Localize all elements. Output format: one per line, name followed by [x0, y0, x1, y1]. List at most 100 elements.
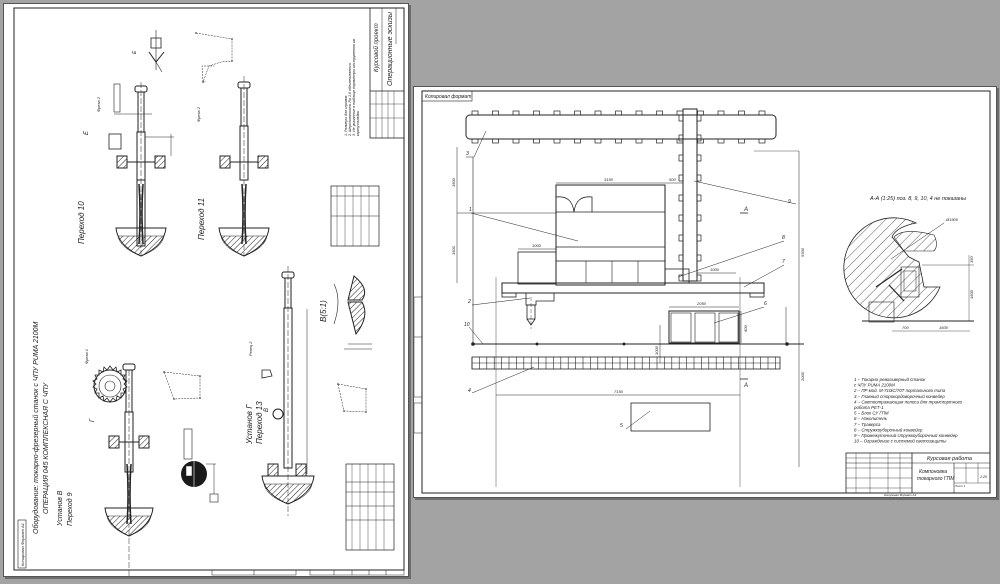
svg-text:3150: 3150 [604, 177, 614, 182]
svg-text:Ø1900: Ø1900 [945, 217, 959, 222]
title-block-footer: Копировал Формат А3 [884, 493, 916, 497]
strip-segments [471, 357, 776, 369]
conveyor-tooth [594, 110, 602, 116]
svg-text:500: 500 [669, 177, 676, 182]
legend-item: 7 – Траверса [854, 422, 881, 427]
traverse [501, 282, 765, 298]
section-title: А-А (1:25) поз. 8, 9, 10, 4 не показаны [869, 196, 966, 202]
conveyor-tooth [615, 138, 622, 144]
conveyor-teeth-vertical [678, 114, 702, 282]
callout-3: 3 [466, 151, 469, 157]
conveyor-tooth [696, 274, 702, 282]
legend-item: с ЧПУ PUMA 2100M [854, 383, 895, 388]
drawing-sheet-operational-sketches[interactable]: Курсовой проект Операционные эскизы 1. Р… [3, 3, 409, 577]
equipment-title: Оборудование: токарно-фрезерный станок с… [32, 321, 40, 534]
conveyor-tooth [594, 138, 602, 144]
control-unit-block [630, 402, 711, 432]
conveyor-tooth [696, 254, 702, 262]
svg-text:1600: 1600 [939, 325, 949, 330]
drawing-sheet-layout-gpm[interactable]: Копировал формат [413, 86, 997, 498]
legend-item: 9 – Промежуточный стружкоуборочный конве… [854, 433, 958, 438]
legend-item: робота РЕТ-1 [853, 405, 884, 410]
conveyor-tooth [696, 154, 702, 162]
legend-item: 6 – Накопитель [854, 416, 888, 421]
sketch-setup-b-transition-9: Оборудование: токарно-фрезерный станок с… [32, 321, 154, 576]
conveyor-tooth [512, 110, 520, 116]
conveyor-tooth [533, 110, 540, 116]
svg-text:1600: 1600 [969, 289, 974, 299]
sketch-transition-11: Переход 11 Фреза 2 [196, 76, 270, 257]
conveyor-tooth [678, 134, 684, 142]
sheet1-canvas: Курсовой проект Операционные эскизы 1. Р… [13, 7, 405, 576]
note-line: 3. Не указанные в таблице параметры инст… [352, 38, 356, 136]
sheet1-notes: 1. Размеры для справок. 2. Шероховатость… [344, 38, 360, 137]
operation-title: ОПЕРАЦИЯ 045 КОМПЛЕКСНАЯ С ЧПУ [43, 381, 50, 514]
svg-text:1000: 1000 [654, 345, 659, 355]
conveyor-tooth [574, 110, 581, 116]
setup-g-label: Установ Г [245, 404, 254, 445]
lathe-machine [517, 184, 666, 286]
sheet1-stamp: Курсовой проект Операционные эскизы [369, 7, 405, 139]
svg-text:700: 700 [902, 325, 909, 330]
conveyor-teeth-top [471, 110, 766, 144]
tool-label: Резец 2 [248, 341, 253, 356]
conveyor-tooth [678, 174, 684, 182]
gantry-robot [525, 292, 555, 329]
callout-4: 4 [468, 388, 471, 394]
legend-item: 10 – Ограждение с системой светозащиты [854, 439, 947, 444]
view-label-e: Е [84, 130, 90, 135]
callout-10: 10 [464, 322, 470, 328]
title-block-project: Курсовая работа [927, 456, 972, 462]
conveyor-tooth [696, 134, 702, 142]
conveyor-tooth [696, 194, 702, 202]
legend-item: 8 – Стружкоуборочный конвейер [854, 427, 923, 432]
conveyor-tooth [553, 110, 561, 116]
sheet1-frame [13, 7, 405, 571]
conveyor-tooth [635, 110, 643, 116]
sheet1-stamp-title: Операционные эскизы [387, 11, 394, 86]
legend-item: 5 – Блок СУ ГПМ [854, 411, 889, 416]
svg-text:1500: 1500 [451, 177, 456, 187]
conveyor-tooth [678, 274, 684, 282]
sheet2-canvas: Копировал формат [414, 90, 991, 497]
reflective-guide-strip [471, 356, 781, 370]
svg-text:Копировал Формат А1: Копировал Формат А1 [20, 523, 25, 566]
svg-text:150: 150 [969, 256, 974, 263]
svg-text:600: 600 [743, 325, 748, 332]
tool-label: Фреза 1 [84, 349, 89, 364]
label-transition-11: Переход 11 [197, 198, 206, 240]
conveyor-tooth [696, 114, 702, 122]
svg-text:1500: 1500 [451, 245, 456, 255]
svg-text:Копировал формат: Копировал формат [425, 94, 471, 100]
sheet1-bottom-strip [211, 569, 405, 576]
legend-item: 4 – Светоотражающая полоса для транспорт… [854, 399, 963, 404]
conveyor-tooth [574, 138, 581, 144]
detail-view-b-5-1: В(5:1) [319, 275, 372, 350]
main-chip-conveyor [465, 114, 777, 140]
note-line: карту наладки [356, 111, 360, 136]
conveyor-tooth [678, 254, 684, 262]
position-callouts: 3 1 2 10 4 5 6 7 8 9 А А [464, 130, 797, 430]
conveyor-tooth [678, 194, 684, 202]
conveyor-tooth [758, 138, 766, 144]
cutting-params-table-2 [345, 463, 395, 551]
svg-text:1000: 1000 [532, 243, 542, 248]
svg-text:7150: 7150 [614, 389, 624, 394]
sheet1-archive-tab: Копировал Формат А1 [17, 519, 27, 569]
tool-label: Фреза 2 [196, 106, 201, 122]
title-block-sheet: Лист 1 [954, 484, 966, 488]
conveyor-tooth [678, 154, 684, 162]
sketch-setup-g-transition-13: Установ Г Переход 13 В Резец 2 [245, 266, 315, 516]
note-line: 2. Шероховатость Ra 1,6 обеспечивается [348, 63, 352, 137]
conveyor-tooth [656, 138, 663, 144]
tool-path-diagram-3 [337, 383, 367, 413]
legend-item: 2 – ПР мод. М-710iC/70T портального типа [853, 388, 946, 393]
conveyor-tooth [512, 138, 520, 144]
detail-b-title: В(5:1) [319, 300, 328, 322]
section-marker-bottom: А [743, 383, 748, 389]
callout-8: 8 [782, 235, 785, 241]
conveyor-tooth [678, 214, 684, 222]
conveyor-tooth [635, 138, 643, 144]
sketch-cross-section [181, 428, 219, 503]
tool-path-diagram-1 [195, 32, 233, 83]
